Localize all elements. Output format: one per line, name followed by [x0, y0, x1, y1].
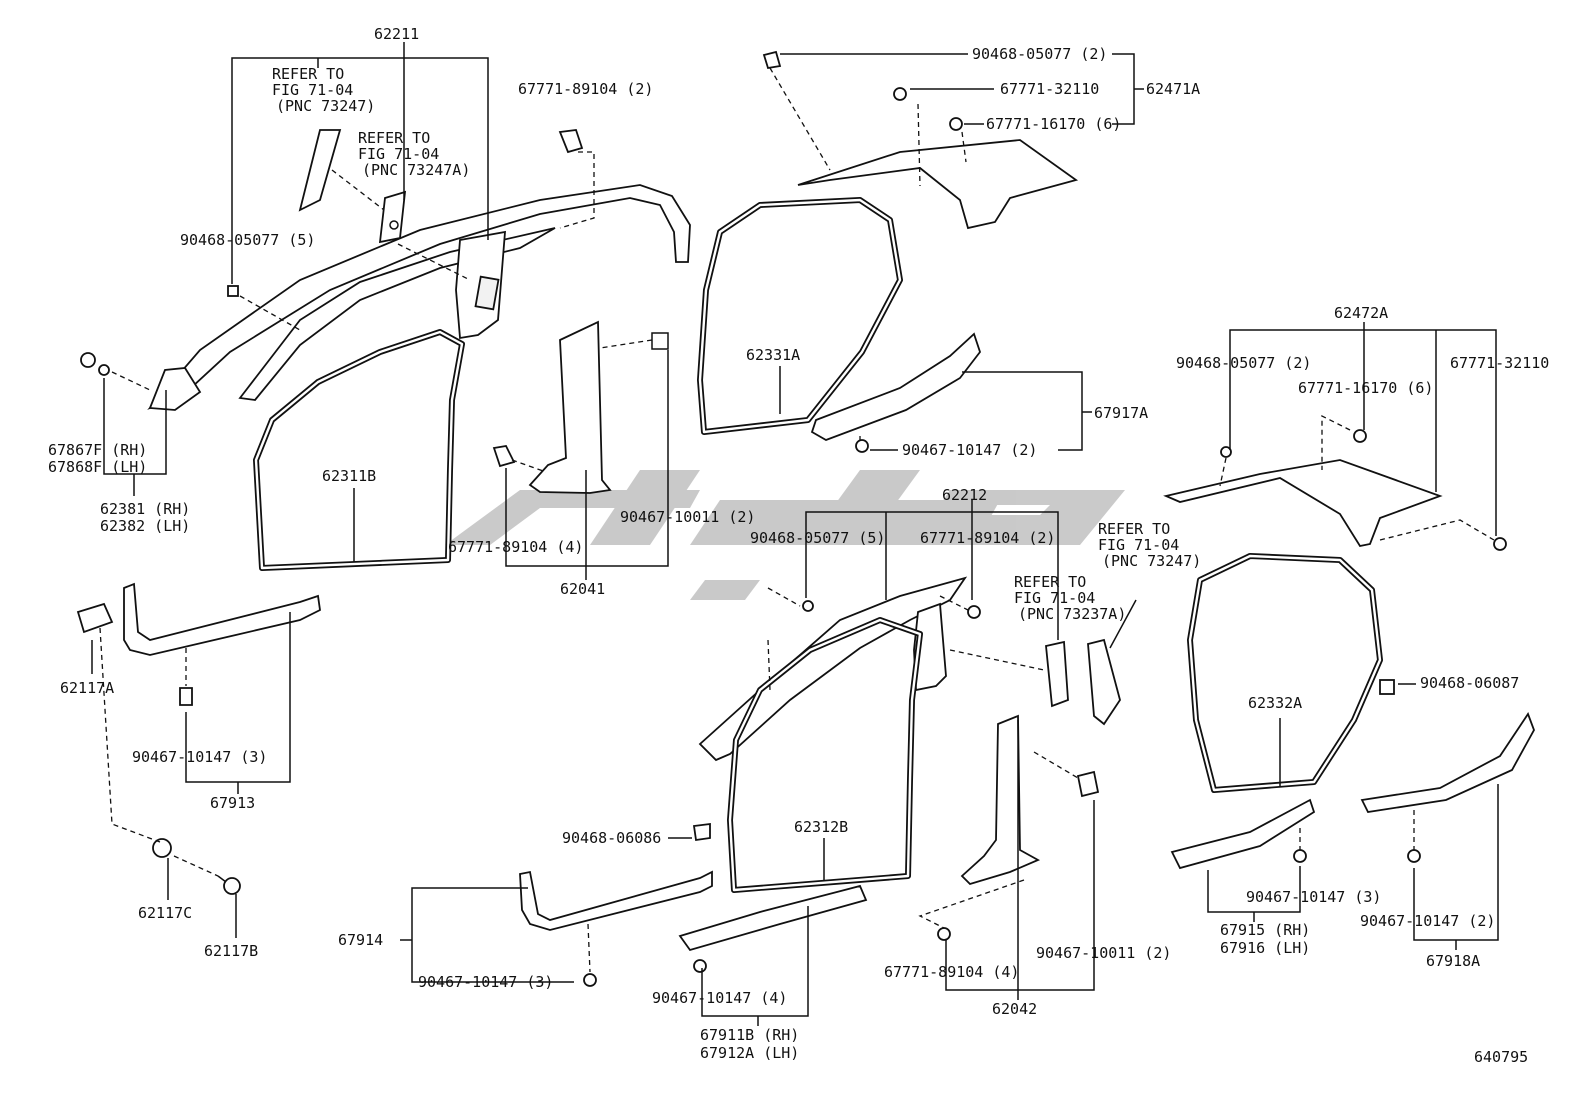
rear-roof-side-garnish — [762, 50, 1079, 230]
label-67771-89104-2-b: 67771-89104 (2) — [920, 529, 1055, 547]
front-door-weatherstrip — [253, 329, 465, 571]
label-62381: 62381 (RH) — [100, 500, 190, 518]
center-pillar-garnish-lh — [692, 714, 1100, 886]
label-67771-16170-6-a: 67771-16170 (6) — [986, 115, 1121, 133]
label-62471a: 62471A — [1146, 80, 1200, 98]
label-62117c: 62117C — [138, 904, 192, 922]
label-90467-10147-4: 90467-10147 (4) — [652, 989, 787, 1007]
label-90467-10147-3-c: 90467-10147 (3) — [1246, 888, 1381, 906]
label-67868f: 67868F (LH) — [48, 458, 147, 476]
refer-note-3-line3: (PNC 73247) — [1102, 552, 1201, 570]
label-67771-32110-b: 67771-32110 — [1450, 354, 1549, 372]
label-62042: 62042 — [992, 1000, 1037, 1018]
scuff-plate-67918a — [1360, 712, 1535, 813]
refer-note-4-line3: (PNC 73237A) — [1018, 605, 1126, 623]
label-67916: 67916 (LH) — [1220, 939, 1310, 957]
refer-note-2-line1: REFER TO — [358, 129, 430, 147]
label-62311b: 62311B — [322, 467, 376, 485]
label-62041: 62041 — [560, 580, 605, 598]
rear-door-weatherstrip-lh — [1187, 553, 1383, 793]
label-62117a: 62117A — [60, 679, 114, 697]
refer-note-1-line3: (PNC 73247) — [276, 97, 375, 115]
label-90467-10147-3-b: 90467-10147 (3) — [418, 973, 553, 991]
label-67911b: 67911B (RH) — [700, 1026, 799, 1044]
label-90468-06086: 90468-06086 — [562, 829, 661, 847]
label-62312b: 62312B — [794, 818, 848, 836]
label-67914: 67914 — [338, 931, 383, 949]
scuff-plate-67915 — [1170, 798, 1316, 870]
leader-lines — [91, 42, 1499, 1026]
front-roof-side-garnish — [147, 129, 691, 411]
label-67918a: 67918A — [1426, 952, 1480, 970]
label-90467-10011-2-b: 90467-10011 (2) — [1036, 944, 1171, 962]
scuff-plate-67911b — [678, 884, 868, 952]
refer-note-2-line2: FIG 71-04 — [358, 145, 439, 163]
label-90468-05077-2-a: 90468-05077 (2) — [972, 45, 1107, 63]
refer-note-3-line1: REFER TO — [1098, 520, 1170, 538]
label-67867f: 67867F (RH) — [48, 441, 147, 459]
rear-roof-side-garnish-lh — [1163, 429, 1507, 551]
label-67771-89104-4-a: 67771-89104 (4) — [448, 538, 583, 556]
refer-note-4-line2: FIG 71-04 — [1014, 589, 1095, 607]
label-62212: 62212 — [942, 486, 987, 504]
label-90467-10147-2-a: 90467-10147 (2) — [902, 441, 1037, 459]
label-67913: 67913 — [210, 794, 255, 812]
refer-note-3-line2: FIG 71-04 — [1098, 536, 1179, 554]
label-67771-16170-6-b: 67771-16170 (6) — [1298, 379, 1433, 397]
label-67917a: 67917A — [1094, 404, 1148, 422]
scuff-plate-67914 — [519, 870, 713, 931]
label-90468-05077-5-b: 90468-05077 (5) — [750, 529, 885, 547]
label-90467-10011-2-a: 90467-10011 (2) — [620, 508, 755, 526]
label-90468-06087: 90468-06087 — [1420, 674, 1519, 692]
label-67915: 67915 (RH) — [1220, 921, 1310, 939]
label-62472a: 62472A — [1334, 304, 1388, 322]
label-62117b: 62117B — [204, 942, 258, 960]
label-62332a: 62332A — [1248, 694, 1302, 712]
refer-note-4-line1: REFER TO — [1014, 573, 1086, 591]
label-90467-10147-3-a: 90467-10147 (3) — [132, 748, 267, 766]
refer-note-1-line1: REFER TO — [272, 65, 344, 83]
refer-note-2-line3: (PNC 73247A) — [362, 161, 470, 179]
rear-scuff-67917a — [810, 332, 982, 441]
dashed-guides — [99, 67, 1495, 973]
label-90467-10147-2-b: 90467-10147 (2) — [1360, 912, 1495, 930]
label-67771-89104-2-a: 67771-89104 (2) — [518, 80, 653, 98]
part-labels: 62211 REFER TO FIG 71-04 (PNC 73247) REF… — [48, 25, 1549, 1066]
diagram-id: 640795 — [1474, 1048, 1528, 1066]
label-67771-32110-a: 67771-32110 — [1000, 80, 1099, 98]
refer-note-1-line2: FIG 71-04 — [272, 81, 353, 99]
clips-left — [80, 129, 584, 895]
label-90468-05077-5-a: 90468-05077 (5) — [180, 231, 315, 249]
scuff-plate-67913 — [76, 582, 321, 656]
center-pillar-garnish-rh — [528, 320, 669, 494]
label-62331a: 62331A — [746, 346, 800, 364]
label-62382: 62382 (LH) — [100, 517, 190, 535]
label-62211: 62211 — [374, 25, 419, 43]
clip-90468-06087 — [1379, 679, 1395, 695]
rear-door-weatherstrip-rh — [697, 197, 903, 435]
label-67771-89104-4-b: 67771-89104 (4) — [884, 963, 1019, 981]
label-90468-05077-2-b: 90468-05077 (2) — [1176, 354, 1311, 372]
label-67912a: 67912A (LH) — [700, 1044, 799, 1062]
